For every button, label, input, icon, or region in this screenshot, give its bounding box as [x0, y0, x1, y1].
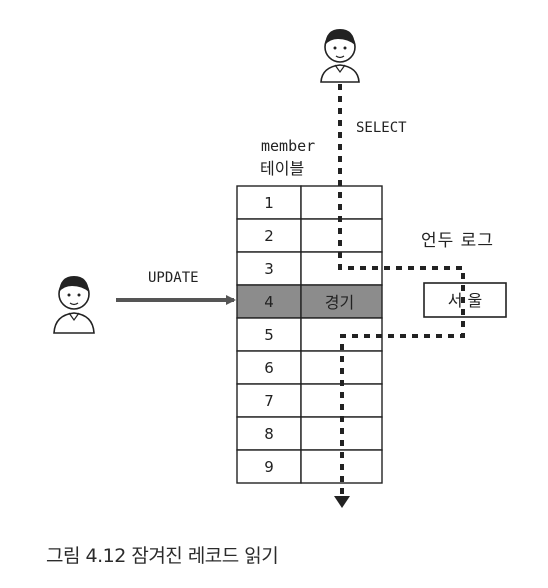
row-id: 1: [264, 194, 274, 212]
table-row: 2: [236, 218, 383, 253]
table-row: 5: [236, 317, 383, 352]
table-name-line1: member: [261, 137, 315, 155]
user-avatar-icon: [320, 29, 360, 83]
row-id: 9: [264, 458, 274, 476]
table-row: 8: [236, 416, 383, 451]
row-id: 2: [264, 227, 274, 245]
row-value: 경기: [325, 293, 354, 312]
table-row: 1: [236, 185, 383, 220]
update-label: UPDATE: [148, 270, 199, 286]
row-id-cell: [236, 416, 302, 451]
table-row: 6: [236, 350, 383, 385]
row-id: 3: [264, 260, 274, 278]
row-value-cell: [300, 185, 383, 220]
row-id: 8: [264, 425, 274, 443]
figure-caption: 그림 4.12 잠겨진 레코드 읽기: [46, 545, 279, 567]
row-value-cell: [300, 218, 383, 253]
row-id: 6: [264, 359, 274, 377]
user-avatar-icon: [53, 276, 95, 334]
row-value-cell: [300, 350, 383, 385]
row-id: 7: [264, 392, 274, 410]
select-path-arrowhead: [334, 496, 350, 508]
undo-log-label: 언두 로그: [421, 231, 494, 251]
table-row: 7: [236, 383, 383, 418]
row-id-cell: [236, 449, 302, 484]
row-value-cell: [300, 383, 383, 418]
row-id: 4: [264, 293, 274, 311]
select-read-path: [338, 84, 465, 498]
row-id: 5: [264, 326, 274, 344]
member-table: 1 2 3 4 경기 5 6 7 8 9: [236, 185, 383, 484]
row-id-cell: [236, 284, 302, 319]
table-name-line2: 테이블: [260, 159, 304, 178]
table-row: 9: [236, 449, 383, 484]
table-row: 4 경기: [236, 284, 383, 319]
row-value-cell: [300, 284, 383, 319]
select-label: SELECT: [356, 120, 407, 136]
